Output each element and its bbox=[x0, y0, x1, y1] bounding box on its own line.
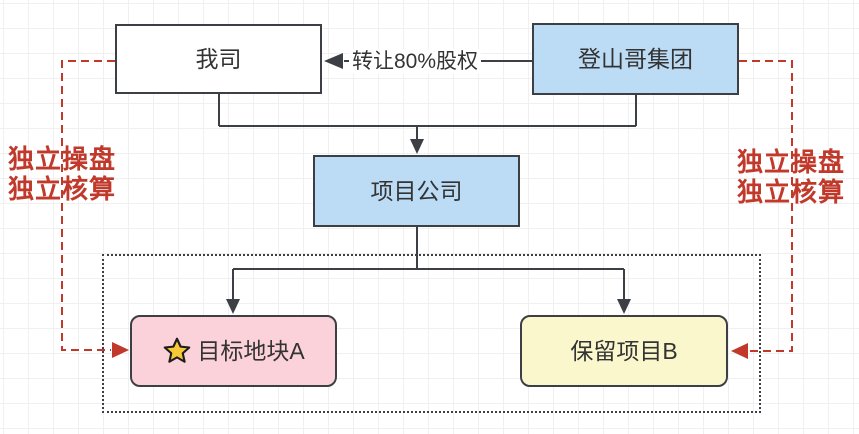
star-icon bbox=[164, 337, 191, 363]
node-project-company: 项目公司 bbox=[313, 155, 520, 227]
note-right-line2: 独立核算 bbox=[737, 177, 846, 207]
node-retained-project-b: 保留项目B bbox=[520, 315, 728, 387]
node-our-company-label: 我司 bbox=[195, 45, 242, 72]
note-left-line1: 独立操盘 bbox=[8, 144, 117, 174]
note-right-line1: 独立操盘 bbox=[737, 147, 846, 177]
node-project-company-label: 项目公司 bbox=[370, 177, 463, 204]
node-target-plot-a-label: 目标地块A bbox=[197, 337, 305, 364]
node-group-company: 登山哥集团 bbox=[532, 23, 739, 95]
edge-label-transfer-equity: 转让80%股权 bbox=[349, 49, 482, 74]
node-target-plot-a: 目标地块A bbox=[130, 315, 337, 387]
node-retained-project-b-label: 保留项目B bbox=[570, 337, 678, 364]
arrowhead-left-transfer bbox=[324, 53, 343, 69]
node-group-company-label: 登山哥集团 bbox=[578, 45, 693, 72]
arrowhead-down-project bbox=[410, 139, 424, 154]
note-left-independent: 独立操盘 独立核算 bbox=[8, 144, 116, 204]
note-right-independent: 独立操盘 独立核算 bbox=[737, 147, 845, 207]
note-left-line2: 独立核算 bbox=[8, 174, 117, 204]
node-our-company: 我司 bbox=[115, 24, 322, 94]
